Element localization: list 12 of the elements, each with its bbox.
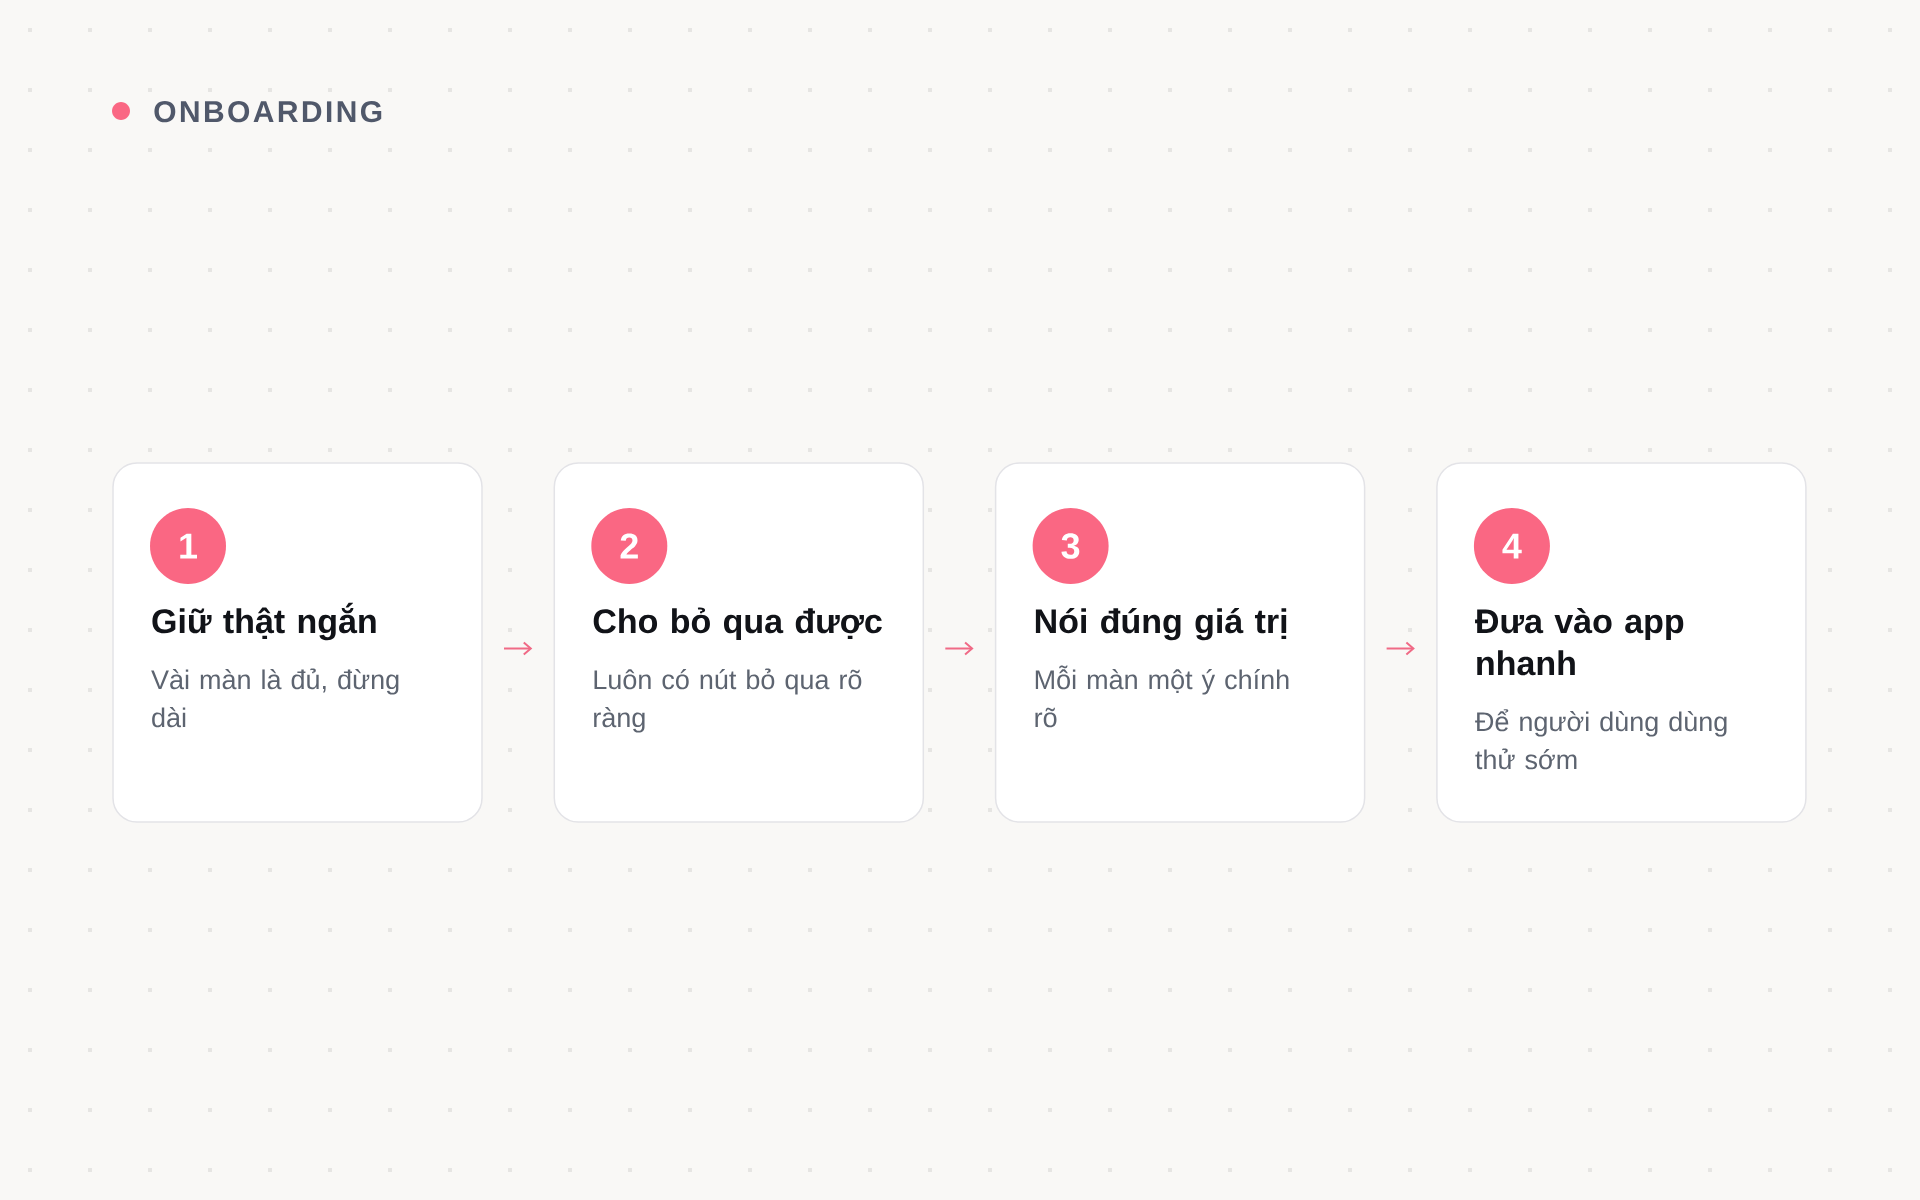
- arrow: [1385, 641, 1415, 656]
- card-text: Mỗi màn một ý chính rõ: [1035, 665, 1289, 728]
- card-text: Luôn có nút bỏ qua rõ ràng: [594, 668, 862, 733]
- card-text: Vài màn là đủ, đừng dài: [151, 668, 399, 728]
- arrow: [944, 641, 974, 656]
- card-heading: Cho bỏ qua được: [593, 607, 882, 641]
- arrow: [503, 641, 533, 656]
- card-text: Để người dùng dùng thử sớm: [1475, 709, 1727, 770]
- card-heading: Giữ thật ngắn: [152, 602, 376, 641]
- card-heading: Nói đúng giá trị: [1035, 608, 1287, 641]
- card-heading: Đưa vào app nhanh: [1475, 608, 1684, 676]
- title: ONBOARDING: [154, 101, 382, 123]
